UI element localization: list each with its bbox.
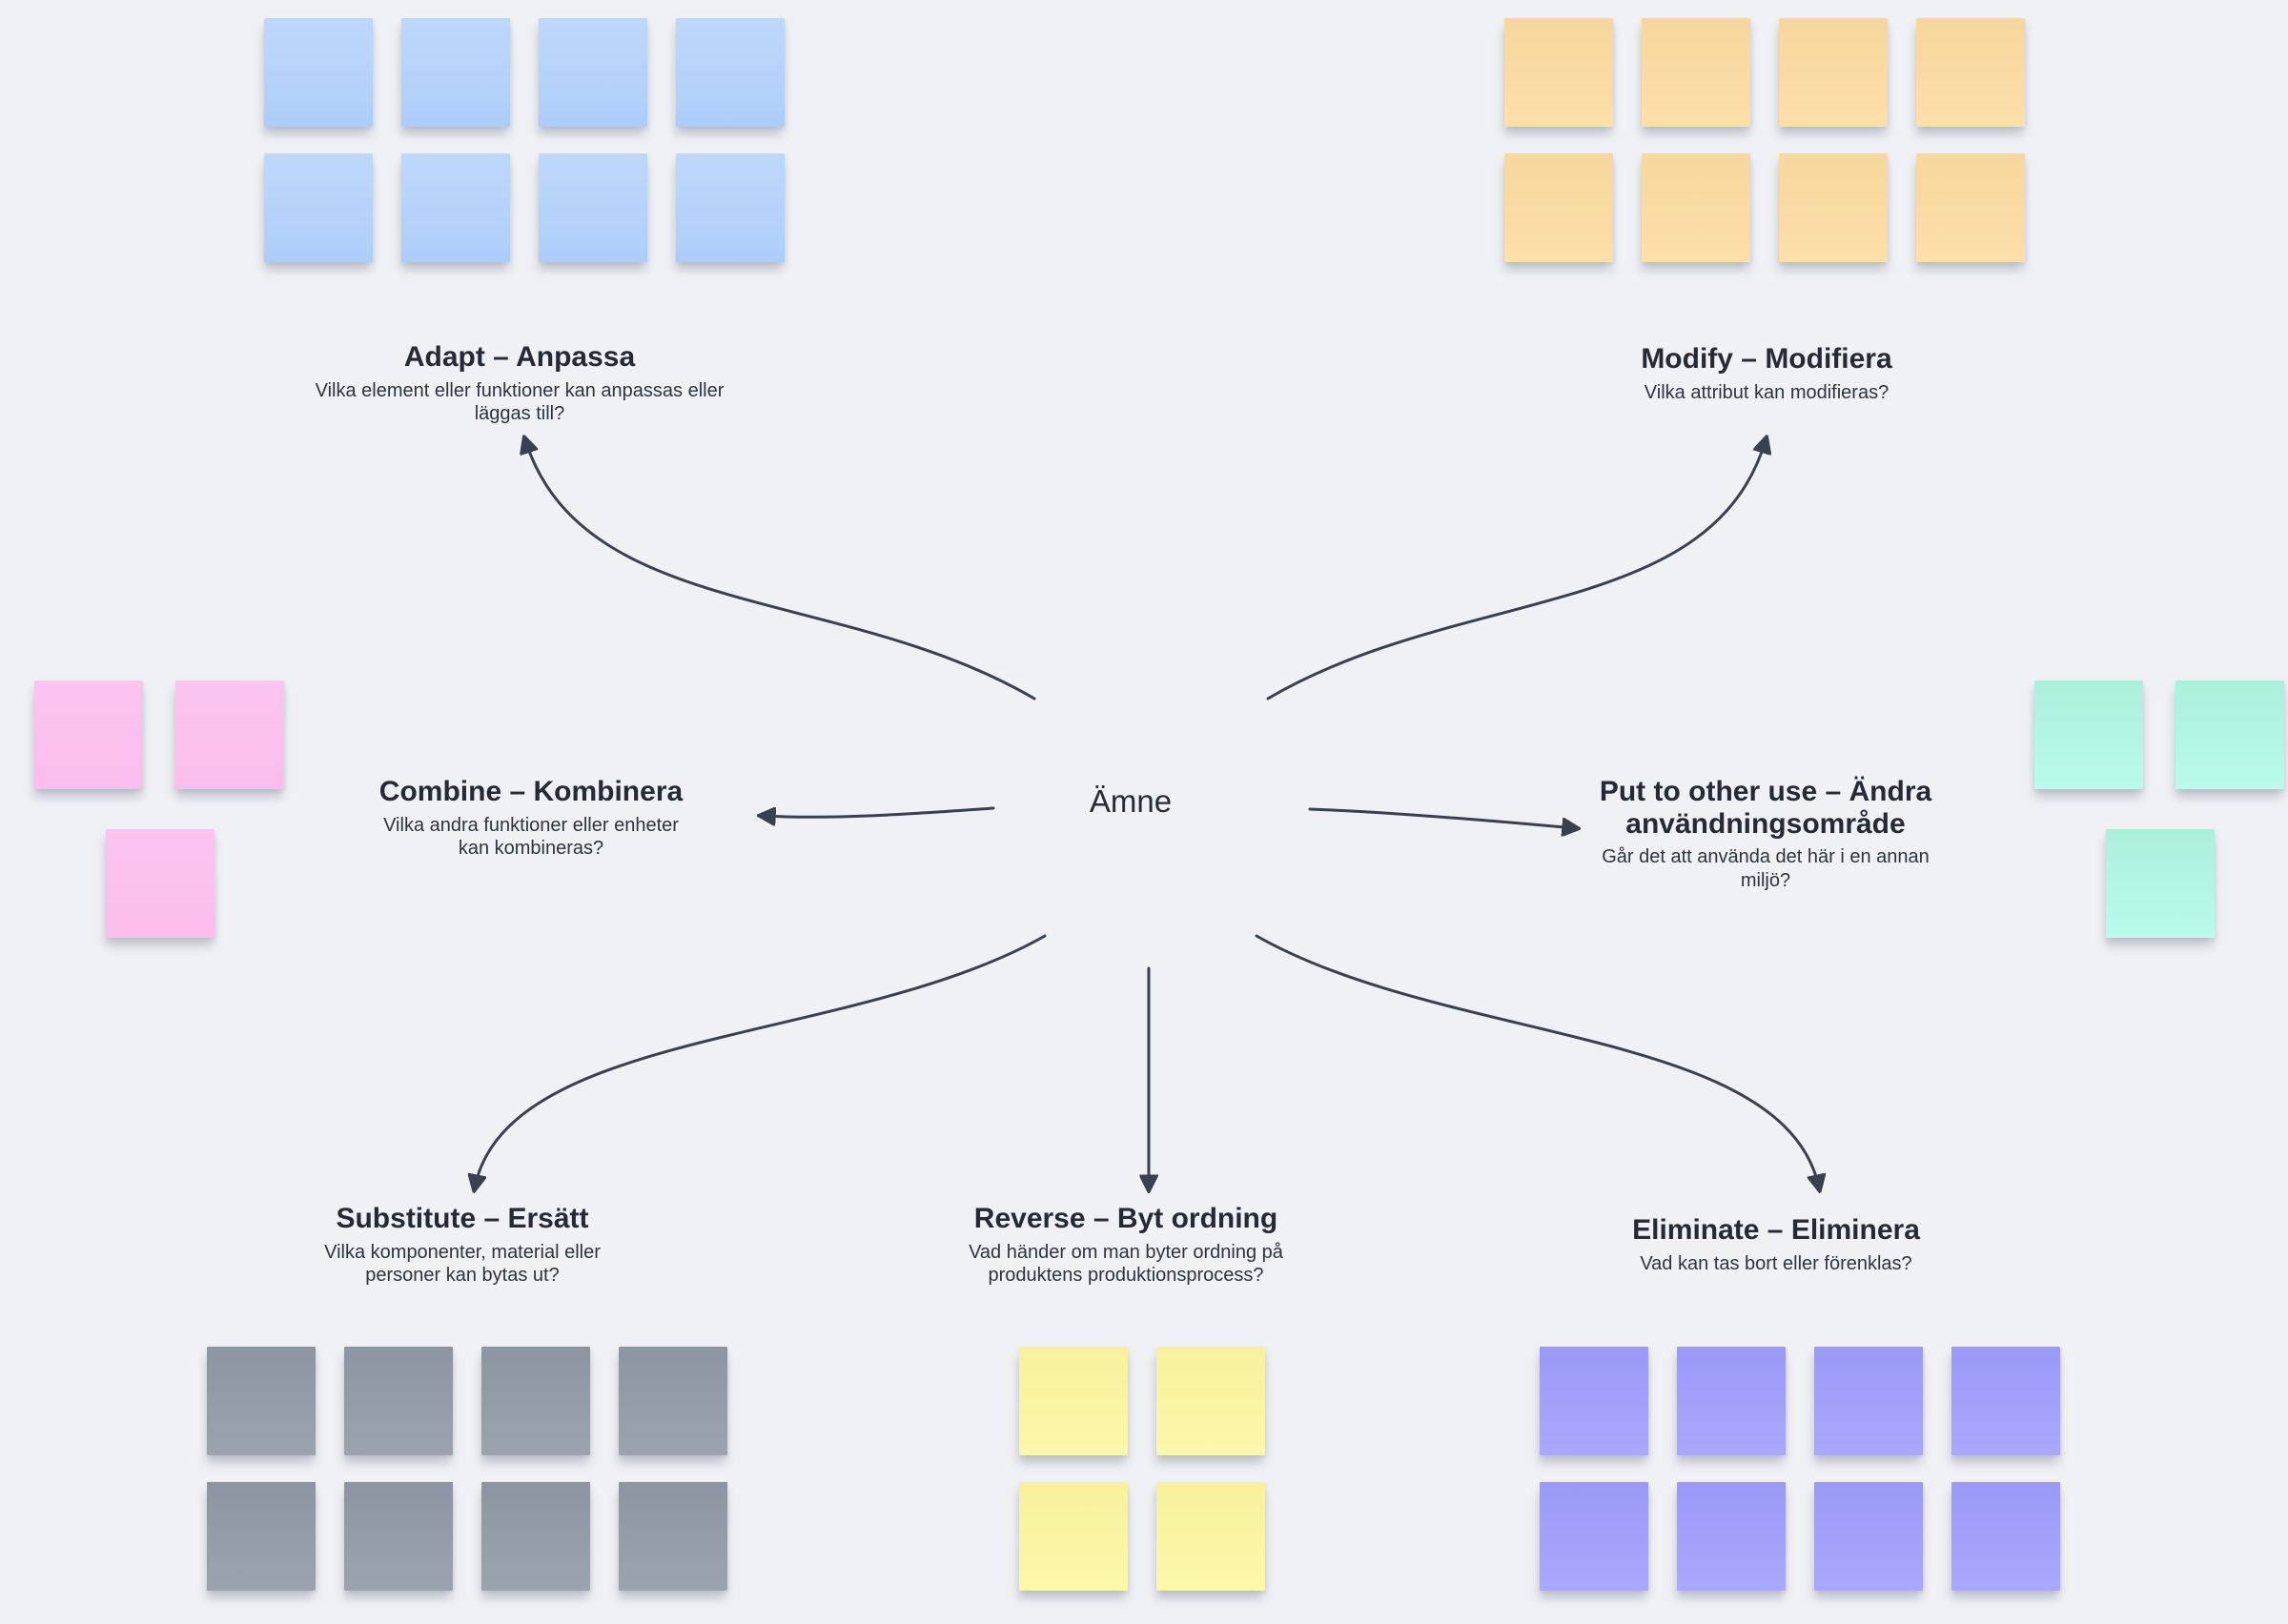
- sticky-note-gray[interactable]: [344, 1482, 453, 1591]
- sticky-note-purple[interactable]: [1814, 1482, 1923, 1591]
- section-title: Modify – Modifiera: [1641, 343, 1892, 375]
- sticky-note-purple[interactable]: [1951, 1482, 2060, 1591]
- section-title: Combine – Kombinera: [378, 776, 684, 807]
- section-label-combine[interactable]: Combine – Kombinera Vilka andra funktion…: [369, 776, 693, 860]
- sticky-note-blue[interactable]: [676, 18, 785, 127]
- section-description: Går det att använda det här i en annan m…: [1602, 846, 1930, 891]
- sticky-note-mint[interactable]: [2034, 680, 2143, 789]
- section-label-put-to-other-use[interactable]: Put to other use – Ändra användningsområ…: [1575, 776, 1956, 892]
- section-title: Eliminate – Eliminera: [1632, 1214, 1920, 1246]
- connector-put-to-other-use[interactable]: [1308, 807, 1575, 828]
- connector-modify[interactable]: [1266, 440, 1766, 700]
- note-group-eliminate: [1540, 1347, 2060, 1591]
- sticky-note-pink[interactable]: [175, 680, 284, 789]
- sticky-note-purple[interactable]: [1951, 1347, 2060, 1455]
- section-label-substitute[interactable]: Substitute – Ersätt Vilka komponenter, m…: [296, 1203, 629, 1287]
- sticky-note-purple[interactable]: [1677, 1347, 1786, 1455]
- sticky-note-mint[interactable]: [2176, 680, 2284, 789]
- section-title: Adapt – Anpassa: [403, 341, 636, 373]
- sticky-note-orange[interactable]: [1504, 153, 1613, 262]
- sticky-note-orange[interactable]: [1916, 18, 2025, 127]
- sticky-note-yellow[interactable]: [1156, 1482, 1265, 1591]
- sticky-note-blue[interactable]: [264, 18, 373, 127]
- sticky-note-yellow[interactable]: [1019, 1347, 1128, 1455]
- center-topic-label[interactable]: Ämne: [1089, 783, 1173, 819]
- section-description: Vad händer om man byter ordning på produ…: [969, 1241, 1283, 1286]
- section-description: Vad kan tas bort eller förenklas?: [1640, 1252, 1912, 1274]
- note-group-combine: [34, 680, 320, 940]
- section-title: Substitute – Ersätt: [336, 1203, 589, 1234]
- sticky-note-gray[interactable]: [207, 1482, 316, 1591]
- section-description: Vilka andra funktioner eller enheter kan…: [383, 814, 679, 859]
- sticky-note-gray[interactable]: [619, 1482, 727, 1591]
- connector-adapt[interactable]: [525, 440, 1036, 700]
- sticky-note-purple[interactable]: [1540, 1347, 1648, 1455]
- sticky-note-gray[interactable]: [481, 1482, 590, 1591]
- section-description: Vilka element eller funktioner kan anpas…: [315, 379, 725, 424]
- section-description: Vilka attribut kan modifieras?: [1644, 381, 1890, 403]
- connector-combine[interactable]: [763, 808, 995, 817]
- note-group-modify: [1504, 18, 2025, 262]
- sticky-note-orange[interactable]: [1642, 18, 1750, 127]
- section-label-reverse[interactable]: Reverse – Byt ordning Vad händer om man …: [926, 1203, 1326, 1287]
- connector-eliminate[interactable]: [1255, 934, 1819, 1188]
- sticky-note-pink[interactable]: [106, 829, 214, 938]
- sticky-note-pink[interactable]: [34, 680, 143, 789]
- section-label-adapt[interactable]: Adapt – Anpassa Vilka element eller funk…: [296, 341, 744, 425]
- sticky-note-blue[interactable]: [539, 18, 647, 127]
- sticky-note-blue[interactable]: [676, 153, 785, 262]
- sticky-note-purple[interactable]: [1814, 1347, 1923, 1455]
- sticky-note-blue[interactable]: [264, 153, 373, 262]
- sticky-note-gray[interactable]: [344, 1347, 453, 1455]
- sticky-note-gray[interactable]: [207, 1347, 316, 1455]
- section-title: Reverse – Byt ordning: [973, 1203, 1278, 1234]
- sticky-note-orange[interactable]: [1779, 153, 1888, 262]
- section-label-eliminate[interactable]: Eliminate – Eliminera Vad kan tas bort e…: [1576, 1214, 1976, 1275]
- connector-substitute[interactable]: [475, 934, 1047, 1188]
- sticky-note-orange[interactable]: [1916, 153, 2025, 262]
- sticky-note-gray[interactable]: [481, 1347, 590, 1455]
- sticky-note-orange[interactable]: [1504, 18, 1613, 127]
- section-description: Vilka komponenter, material eller person…: [324, 1241, 601, 1286]
- section-label-modify[interactable]: Modify – Modifiera Vilka attribut kan mo…: [1542, 343, 1991, 404]
- sticky-note-gray[interactable]: [619, 1347, 727, 1455]
- sticky-note-mint[interactable]: [2106, 829, 2215, 938]
- sticky-note-purple[interactable]: [1677, 1482, 1786, 1591]
- sticky-note-yellow[interactable]: [1019, 1482, 1128, 1591]
- note-group-substitute: [207, 1347, 727, 1591]
- sticky-note-yellow[interactable]: [1156, 1347, 1265, 1455]
- note-group-put-to-other-use: [2034, 680, 2288, 940]
- note-group-adapt: [264, 18, 785, 262]
- sticky-note-blue[interactable]: [401, 153, 510, 262]
- sticky-note-purple[interactable]: [1540, 1482, 1648, 1591]
- sticky-note-orange[interactable]: [1779, 18, 1888, 127]
- note-group-reverse: [1019, 1347, 1265, 1591]
- sticky-note-blue[interactable]: [401, 18, 510, 127]
- sticky-note-orange[interactable]: [1642, 153, 1750, 262]
- sticky-note-blue[interactable]: [539, 153, 647, 262]
- section-title: Put to other use – Ändra användningsområ…: [1599, 776, 1932, 840]
